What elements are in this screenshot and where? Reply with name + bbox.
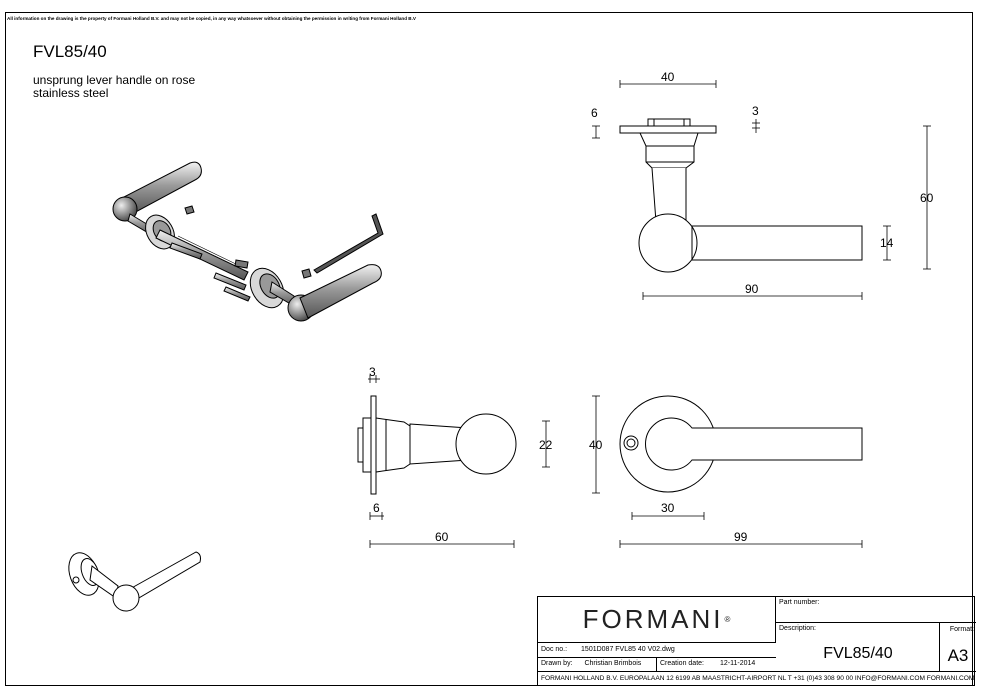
- exploded-screw-3: [213, 272, 247, 291]
- dim-front-length: 99: [734, 530, 748, 544]
- creation-date-value: 12-11-2014: [720, 660, 756, 667]
- part-number-label: Part number:: [779, 599, 820, 606]
- copyright-notice: All information on the drawing is the pr…: [7, 16, 416, 21]
- product-code-title: FVL85/40: [33, 42, 107, 61]
- exploded-screw-1: [184, 205, 195, 215]
- description-line-1: unsprung lever handle on rose: [33, 73, 196, 87]
- drawn-by-cell: Drawn by: Christian Brimbois Creation da…: [538, 658, 776, 672]
- dim-side-depth: 6: [373, 501, 380, 515]
- dim-top-rose-thickness: 6: [591, 106, 598, 120]
- exploded-screw-5: [234, 259, 249, 269]
- top-view-dimensions: [592, 80, 931, 300]
- dim-top-lever-length: 90: [745, 282, 759, 296]
- doc-no-value: 1501D087 FVL85 40 V02.dwg: [581, 646, 675, 653]
- description-value: FVL85/40: [823, 645, 893, 662]
- part-number-cell: Part number:: [776, 597, 976, 623]
- formani-logo: FORMANI®: [538, 597, 776, 643]
- side-view: [357, 395, 517, 495]
- title-block: FORMANI® Part number: Description: FVL85…: [537, 596, 976, 686]
- creation-date-label: Creation date:: [660, 660, 704, 667]
- front-view-dimensions: [619, 512, 863, 548]
- dim-side-knob-diameter: 22: [539, 438, 553, 452]
- dim-top-lever-thickness: 14: [880, 236, 894, 250]
- dim-top-rose-width: 40: [661, 70, 675, 84]
- dim-side-rose-thickness: 3: [369, 365, 376, 379]
- dim-side-length: 60: [435, 530, 449, 544]
- exploded-screw-2: [169, 242, 203, 260]
- exploded-screw-4: [223, 286, 251, 302]
- format-cell: Format: A3: [940, 623, 976, 672]
- side-view-dimensions: [368, 375, 600, 548]
- format-label: Format:: [949, 626, 974, 633]
- creation-date-divider: [656, 658, 657, 672]
- description-line-2: stainless steel: [33, 86, 109, 100]
- perspective-view: [68, 551, 201, 612]
- exploded-view: [112, 161, 384, 322]
- company-footer: FORMANI HOLLAND B.V. EUROPALAAN 12 6199 …: [541, 675, 975, 682]
- exploded-front-lever: [299, 264, 382, 319]
- drawing-frame: [5, 12, 973, 686]
- exploded-back-lever: [121, 161, 202, 215]
- exploded-screw-6: [301, 268, 312, 279]
- top-view: [619, 118, 863, 273]
- description-cell: Description: FVL85/40: [776, 623, 940, 672]
- drawn-by-label: Drawn by:: [541, 660, 573, 667]
- product-description: unsprung lever handle on rose stainless …: [33, 74, 195, 100]
- drawn-by-value: Christian Brimbois: [584, 660, 642, 667]
- description-label: Description:: [779, 625, 816, 632]
- dim-top-height: 60: [920, 191, 934, 205]
- dim-top-cap: 3: [752, 104, 759, 118]
- doc-no-cell: Doc no.: 1501D087 FVL85 40 V02.dwg: [538, 643, 776, 658]
- front-view: [619, 395, 863, 493]
- dim-front-offset: 30: [661, 501, 675, 515]
- dim-side-rose-diameter: 40: [589, 438, 603, 452]
- exploded-allen-key: [313, 213, 384, 274]
- doc-no-label: Doc no.:: [541, 646, 568, 653]
- format-value: A3: [947, 646, 969, 665]
